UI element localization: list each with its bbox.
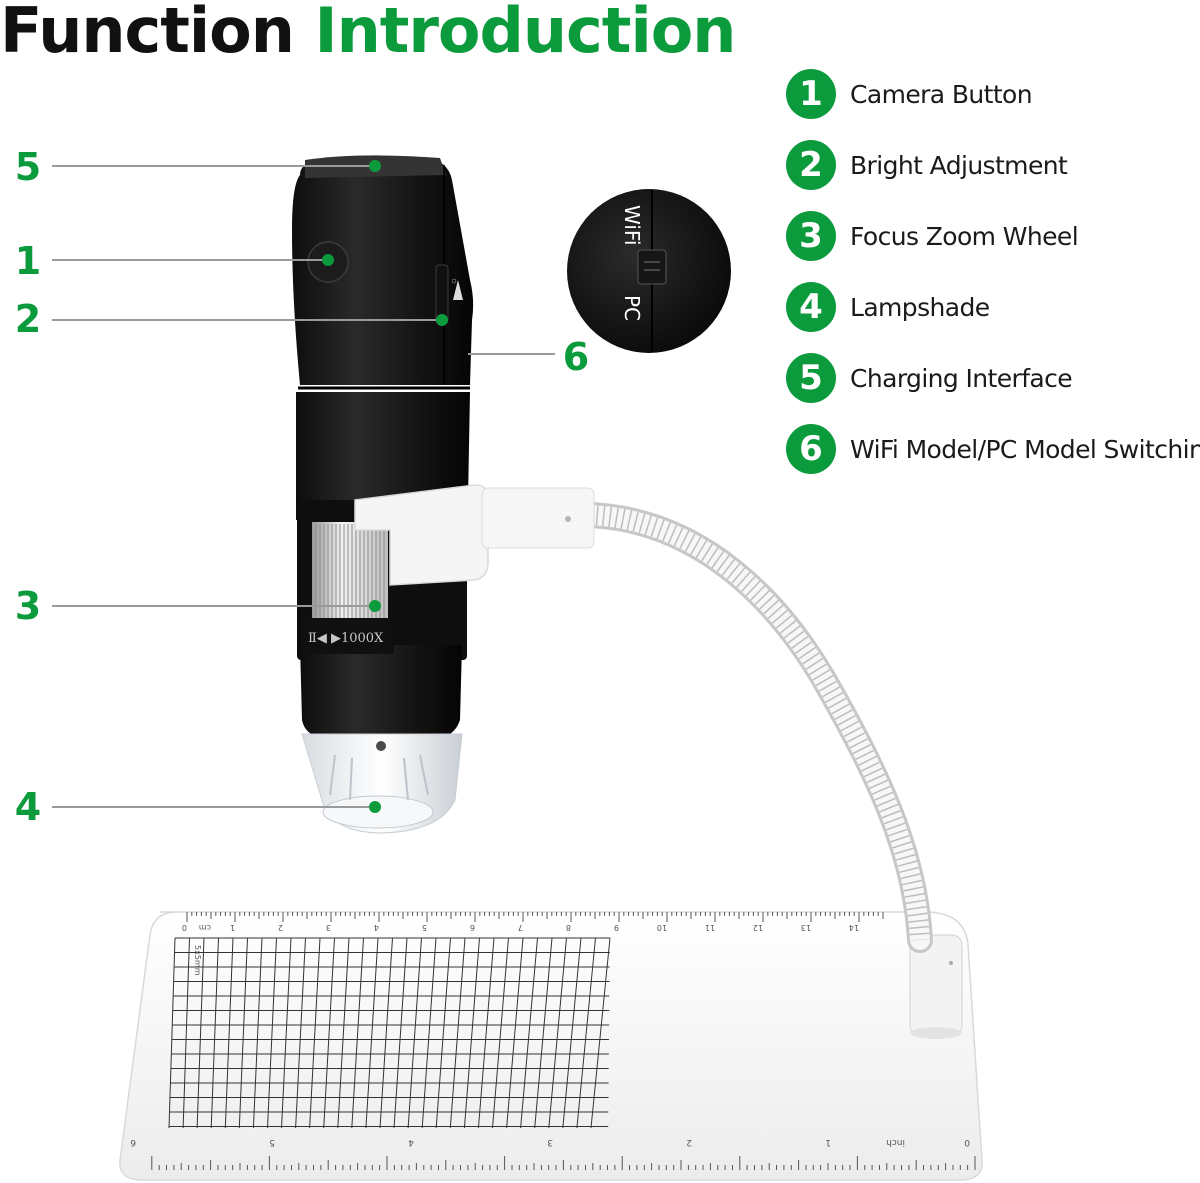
mode-switch-inset: WiFi PC (567, 189, 731, 353)
brightness-indicator-icon (453, 280, 463, 300)
legend-label: WiFi Model/PC Model Switching (850, 434, 1200, 464)
inset-pc-label: PC (620, 295, 644, 321)
zoom-marking: Ⅱ◀ ▶1000X (308, 631, 384, 646)
cm-tick-label: 5 (422, 923, 427, 932)
cm-tick-label: 8 (566, 923, 571, 932)
legend-badge: 1 (786, 69, 836, 119)
title-word-function: Function (0, 0, 295, 67)
cm-tick-label: 6 (470, 923, 475, 932)
legend-label: Bright Adjustment (850, 150, 1068, 180)
inch-tick-label: 0 (964, 1137, 970, 1147)
cm-tick-label: 9 (614, 923, 619, 932)
legend-badge: 6 (786, 424, 836, 474)
top-ruler (186, 912, 884, 922)
legend-label: Camera Button (850, 79, 1033, 109)
inch-tick-label: 1 (825, 1137, 831, 1147)
grid-scale-label: 5x5mm (193, 945, 202, 976)
inch-unit-label: inch (886, 1137, 905, 1147)
legend-item-charging-interface: 5 Charging Interface (786, 352, 1073, 404)
callout-1: 1 (14, 239, 42, 283)
cm-tick-label: 4 (374, 923, 379, 932)
legend-item-focus-zoom-wheel: 3 Focus Zoom Wheel (786, 210, 1079, 262)
legend-label: Focus Zoom Wheel (850, 221, 1079, 251)
focus-zoom-wheel[interactable]: Ⅱ◀ ▶1000X (304, 522, 394, 654)
legend-badge: 3 (786, 211, 836, 261)
callout-2: 2 (14, 297, 42, 341)
callout-dots (322, 160, 448, 813)
cm-tick-label: 12 (753, 923, 763, 932)
cm-tick-label: 10 (657, 923, 667, 932)
inch-tick-label: 6 (130, 1137, 136, 1147)
zoom-label: 1000X (341, 631, 384, 646)
legend-badge: 4 (786, 282, 836, 332)
inch-tick-labels: 0 1 2 3 4 5 6 (130, 1137, 970, 1147)
cm-tick-label: 14 (849, 923, 859, 932)
legend-label: Lampshade (850, 292, 990, 322)
lampshade (301, 733, 463, 834)
cm-tick-label: 11 (705, 923, 715, 932)
legend-item-bright-adjustment: 2 Bright Adjustment (786, 139, 1068, 191)
inch-tick-label: 5 (269, 1137, 275, 1147)
legend-badge: 2 (786, 140, 836, 190)
callout-4: 4 (14, 785, 42, 829)
callout-5: 5 (14, 145, 42, 189)
inch-tick-label: 2 (686, 1137, 692, 1147)
light-icon: ☼ (450, 277, 460, 285)
cm-tick-label: 2 (278, 923, 283, 932)
wifi-pc-switch[interactable] (637, 249, 667, 285)
inch-tick-label: 3 (547, 1137, 553, 1147)
stand-post (909, 934, 963, 1039)
legend-badge: 5 (786, 353, 836, 403)
cm-unit-label: cm (199, 923, 211, 932)
callout-lines (52, 165, 555, 808)
gooseneck-arm (577, 502, 933, 953)
stand-clip (354, 484, 595, 586)
legend-item-lampshade: 4 Lampshade (786, 281, 990, 333)
inset-wifi-label: WiFi (620, 205, 644, 246)
cm-tick-label: 0 (182, 923, 187, 932)
grid-area (168, 937, 611, 1129)
bottom-ruler (151, 1156, 976, 1170)
inch-tick-label: 4 (408, 1137, 414, 1147)
callout-6: 6 (562, 335, 590, 379)
legend-item-mode-switching: 6 WiFi Model/PC Model Switching (786, 423, 1200, 475)
cm-tick-label: 1 (230, 923, 235, 932)
cm-tick-label: 13 (801, 923, 811, 932)
legend-label: Charging Interface (850, 363, 1073, 393)
cm-tick-label: 3 (326, 923, 331, 932)
cm-tick-label: 7 (518, 923, 523, 932)
page-title: Function Introduction (0, 0, 737, 67)
title-word-introduction: Introduction (314, 0, 737, 67)
legend-item-camera-button: 1 Camera Button (786, 68, 1033, 120)
callout-3: 3 (14, 584, 42, 628)
